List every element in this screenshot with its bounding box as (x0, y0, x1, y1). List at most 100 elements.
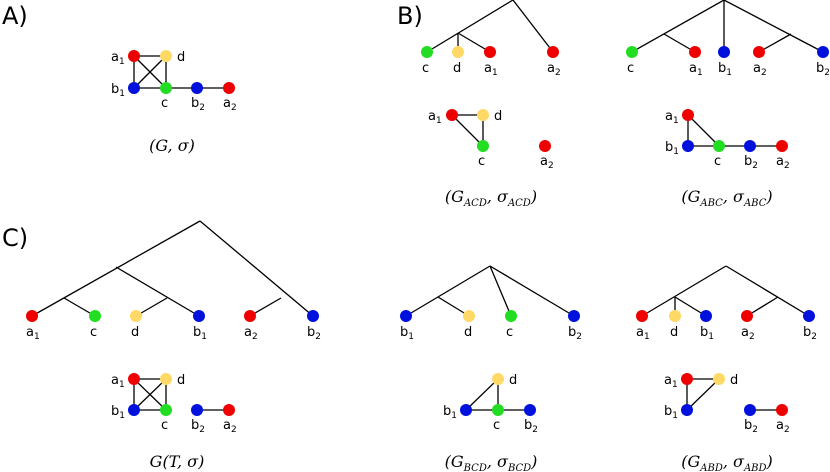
tfull-node-a2 (244, 310, 256, 322)
gabc-node-b2 (744, 140, 756, 152)
tfull-label-c: c (90, 325, 97, 340)
ga-label-d: d (177, 50, 185, 65)
tacd-node-d (452, 46, 464, 58)
tfull-label-a2: a2 (244, 325, 258, 342)
tabd-node-a2 (741, 310, 753, 322)
caption-abd: (GABD, σABD) (681, 452, 773, 472)
gc-node-a2 (223, 404, 235, 416)
tabc-label-b2: b2 (816, 61, 830, 78)
tabd-label-a2: a2 (741, 325, 755, 342)
tabc-node-a2 (753, 46, 765, 58)
tacd-node-c (421, 46, 433, 58)
gbcd-node-d (492, 373, 504, 385)
ga-node-c (160, 82, 172, 94)
gabd-node-a2 (776, 404, 788, 416)
gacd-label-c: c (478, 154, 485, 169)
tabd-node-b2 (803, 310, 815, 322)
tbcd-node-d (463, 310, 475, 322)
tabc-label-c: c (627, 61, 634, 76)
tabc-label-a2: a2 (753, 61, 767, 78)
gc-node-a1 (128, 373, 140, 385)
caption-abc: (GABC, σABC) (681, 187, 772, 209)
tfull-node-b2 (307, 310, 319, 322)
gbcd-node-c (492, 404, 504, 416)
gabd-node-b1 (681, 404, 693, 416)
tabc-label-a1: a1 (689, 61, 703, 78)
gc-node-d (160, 373, 172, 385)
tbcd-label-d: d (464, 325, 472, 340)
tacd-node-a1 (484, 46, 496, 58)
panel-label-b: B) (397, 2, 423, 30)
gabd-label-a2: a2 (776, 418, 790, 435)
tfull-label-b1: b1 (193, 325, 207, 342)
gabc-node-a2 (776, 140, 788, 152)
gc-label-b1: b1 (111, 404, 125, 421)
tabd-node-b1 (700, 310, 712, 322)
tbcd-node-b2 (568, 310, 580, 322)
tabc-node-b2 (817, 46, 829, 58)
tabd-node-d (669, 310, 681, 322)
ga-label-c: c (161, 96, 168, 111)
tfull-label-d: d (131, 325, 139, 340)
panel-label-a: A) (2, 2, 28, 30)
nodes (26, 46, 829, 416)
gc-label-d: d (177, 373, 185, 388)
gc-node-c (160, 404, 172, 416)
tacd-label-a2: a2 (547, 61, 561, 78)
gabc-node-a1 (682, 109, 694, 121)
gbcd-node-b1 (460, 404, 472, 416)
node-labels: a1 d b1 c b2 a2 c d a1 a2 a1 d c a2 c a1 b1 a2 b2 a1 b1 c b2 a2… (26, 50, 830, 435)
caption-acd: (GACD, σACD) (445, 187, 537, 209)
gbcd-node-b2 (524, 404, 536, 416)
gc-label-a2: a2 (223, 418, 237, 435)
tacd-label-c: c (422, 61, 429, 76)
gabc-label-a2: a2 (776, 154, 790, 171)
tbcd-label-b2: b2 (568, 325, 582, 342)
gabc-label-b2: b2 (744, 154, 758, 171)
tfull-node-c (89, 310, 101, 322)
tfull-label-a1: a1 (26, 325, 40, 342)
gc-label-c: c (161, 418, 168, 433)
gbcd-label-b2: b2 (524, 418, 538, 435)
gacd-label-a1: a1 (428, 109, 442, 126)
gc-node-b1 (128, 404, 140, 416)
ga-label-a2: a2 (223, 96, 237, 113)
tabd-node-a1 (636, 310, 648, 322)
tree-full (31, 220, 314, 317)
tfull-node-d (130, 310, 142, 322)
gacd-node-a2 (539, 140, 551, 152)
tacd-label-d: d (453, 61, 461, 76)
tabc-node-b1 (718, 46, 730, 58)
ga-label-a1: a1 (111, 50, 125, 67)
gbcd-label-b1: b1 (443, 404, 457, 421)
tfull-label-b2: b2 (307, 325, 321, 342)
tree-abc (631, 0, 824, 53)
gacd-node-c (477, 140, 489, 152)
gbcd-label-c: c (493, 418, 500, 433)
gc-node-b2 (191, 404, 203, 416)
ga-node-a1 (128, 50, 140, 62)
panel-label-c: C) (2, 224, 28, 252)
gabd-label-d: d (730, 373, 738, 388)
graph-acd-edges (451, 114, 484, 147)
gabd-label-a1: a1 (664, 373, 678, 390)
tfull-node-b1 (193, 310, 205, 322)
ga-label-b1: b1 (111, 82, 125, 99)
ga-node-b1 (128, 82, 140, 94)
gabd-label-b2: b2 (744, 418, 758, 435)
gacd-label-d: d (494, 109, 502, 124)
gabd-node-b2 (744, 404, 756, 416)
gacd-node-d (477, 109, 489, 121)
tacd-node-a2 (547, 46, 559, 58)
tabc-node-c (626, 46, 638, 58)
tabd-label-b1: b1 (700, 325, 714, 342)
gc-label-a1: a1 (111, 373, 125, 390)
tree-acd (426, 0, 554, 53)
gabc-label-c: c (714, 154, 721, 169)
tbcd-label-b1: b1 (400, 325, 414, 342)
caption-a: (G, σ) (149, 136, 195, 155)
graph-abc-edges (687, 114, 782, 147)
tbcd-label-c: c (506, 325, 513, 340)
